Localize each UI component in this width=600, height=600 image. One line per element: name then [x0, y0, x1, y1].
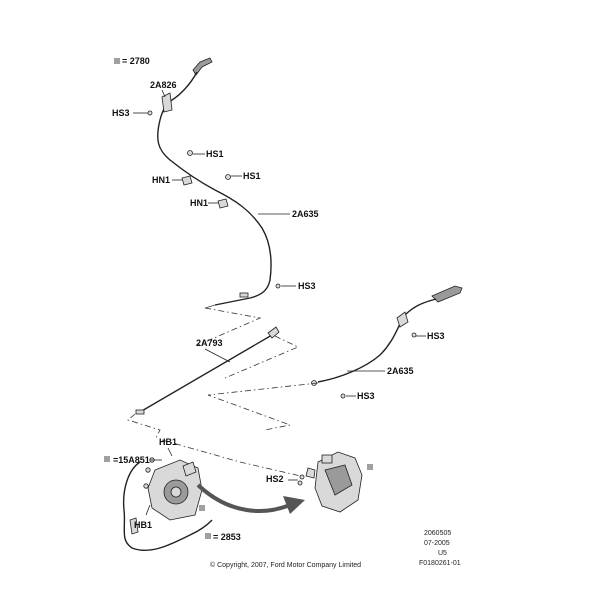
callout-hs1-a: HS1: [206, 149, 224, 159]
copyright-text: © Copyright, 2007, Ford Motor Company Li…: [210, 561, 361, 569]
bolt-hs3-c: [411, 332, 417, 338]
callout-2A793: 2A793: [196, 338, 223, 348]
leader-lines: [133, 89, 426, 516]
connection-lines: [127, 307, 319, 478]
callout-hs3-b: HS3: [298, 281, 316, 291]
marker-square-15A851: [104, 456, 110, 462]
callout-hb1-a: HB1: [159, 437, 177, 447]
marker-square-2853: [205, 533, 211, 539]
clip-hs1-a: [187, 150, 193, 156]
callout-2A635-rear: 2A635: [387, 366, 414, 376]
callout-labels: = 2780 2A826 HS3 HS1 HN1 HS1 HN1 2A635 H…: [112, 56, 445, 542]
intermediate-cable-assembly: [135, 326, 280, 415]
callout-hs3-c: HS3: [427, 331, 445, 341]
callout-hn1-b: HN1: [190, 198, 208, 208]
rear-cable-assembly: [311, 285, 463, 399]
bolt-hs3-b: [275, 283, 281, 289]
footer: © Copyright, 2007, Ford Motor Company Li…: [210, 530, 461, 569]
callout-hs3-a: HS3: [112, 108, 130, 118]
left-brake-assembly: [122, 457, 213, 552]
callout-hs3-d: HS3: [357, 391, 375, 401]
callout-2853: = 2853: [213, 532, 241, 542]
clip-hn1-b: [217, 198, 229, 209]
doc-code-4: F0180261-01: [419, 560, 461, 567]
callout-15A851: =15A851: [113, 455, 150, 465]
bolt-hs3-a: [147, 110, 153, 116]
marker-square-2780: [114, 58, 120, 64]
callout-hs2: HS2: [266, 474, 284, 484]
doc-code-3: U5: [438, 550, 447, 557]
marker-square-right-brake: [367, 464, 373, 470]
doc-code-1: 2060505: [424, 530, 451, 537]
doc-code-2: 07-2005: [424, 540, 450, 547]
callout-hs1-b: HS1: [243, 171, 261, 181]
callout-2A826: 2A826: [150, 80, 177, 90]
callout-2780: = 2780: [122, 56, 150, 66]
callout-2A635-front: 2A635: [292, 209, 319, 219]
curved-arrow-head: [283, 496, 305, 514]
callout-hb1-b: HB1: [134, 520, 152, 530]
front-cable-assembly: [147, 57, 281, 309]
curved-arrow: [196, 483, 291, 513]
right-brake-assembly: [297, 451, 363, 513]
marker-square-left-brake: [199, 505, 205, 511]
callout-hn1-a: HN1: [152, 175, 170, 185]
clip-hn1-a: [181, 175, 193, 186]
clip-hs1-b: [225, 174, 231, 180]
bolt-hs3-d: [340, 393, 346, 399]
